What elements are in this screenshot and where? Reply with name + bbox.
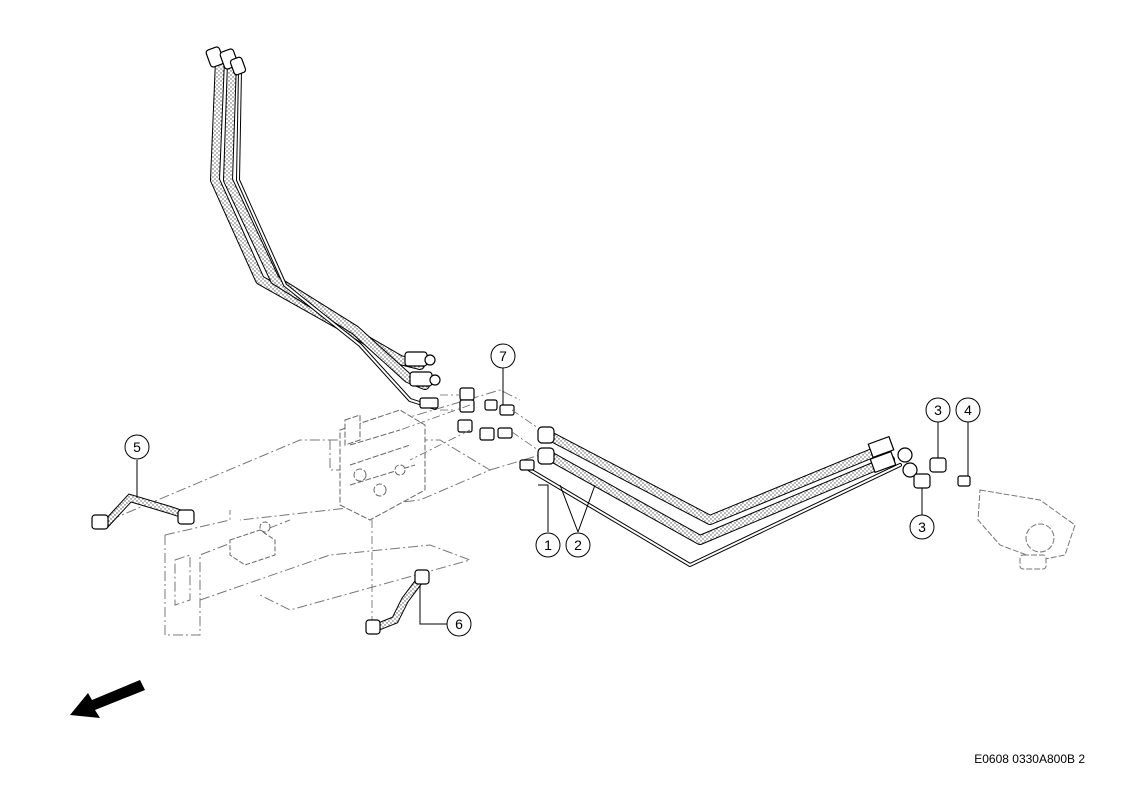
callout-4-label: 4 [964, 402, 972, 418]
hydraulic-motor [977, 489, 1076, 570]
callout-6-label: 6 [455, 616, 463, 632]
callout-1-label: 1 [544, 537, 552, 553]
callout-5: 5 [124, 434, 150, 460]
callout-3-upper: 3 [925, 397, 951, 423]
callout-leaders [136, 368, 969, 625]
connection-leaders [371, 394, 539, 620]
top-hose-fittings [205, 46, 247, 76]
callout-2: 2 [565, 532, 591, 558]
callout-3-upper-label: 3 [934, 402, 942, 418]
direction-arrow-icon [70, 680, 145, 718]
hose-5 [101, 493, 189, 529]
hose-6-fittings [365, 569, 430, 635]
callout-7: 7 [490, 343, 516, 369]
callout-5-label: 5 [133, 439, 141, 455]
reference-code: E0608 0330A800B 2 [974, 752, 1085, 766]
callout-7-label: 7 [499, 348, 507, 364]
callout-6: 6 [446, 611, 472, 637]
callout-1: 1 [535, 532, 561, 558]
callout-3-lower: 3 [909, 514, 935, 540]
hose-5-fittings [91, 509, 195, 530]
long-hose-bundle [210, 55, 902, 567]
bracket-fitting [229, 521, 276, 566]
callout-4: 4 [955, 397, 981, 423]
mid-hose-fittings [404, 351, 555, 471]
control-valve-block [339, 409, 426, 521]
right-fittings [867, 435, 971, 489]
callout-3-lower-label: 3 [918, 519, 926, 535]
callout-2-label: 2 [574, 537, 582, 553]
hose-6 [371, 576, 424, 632]
